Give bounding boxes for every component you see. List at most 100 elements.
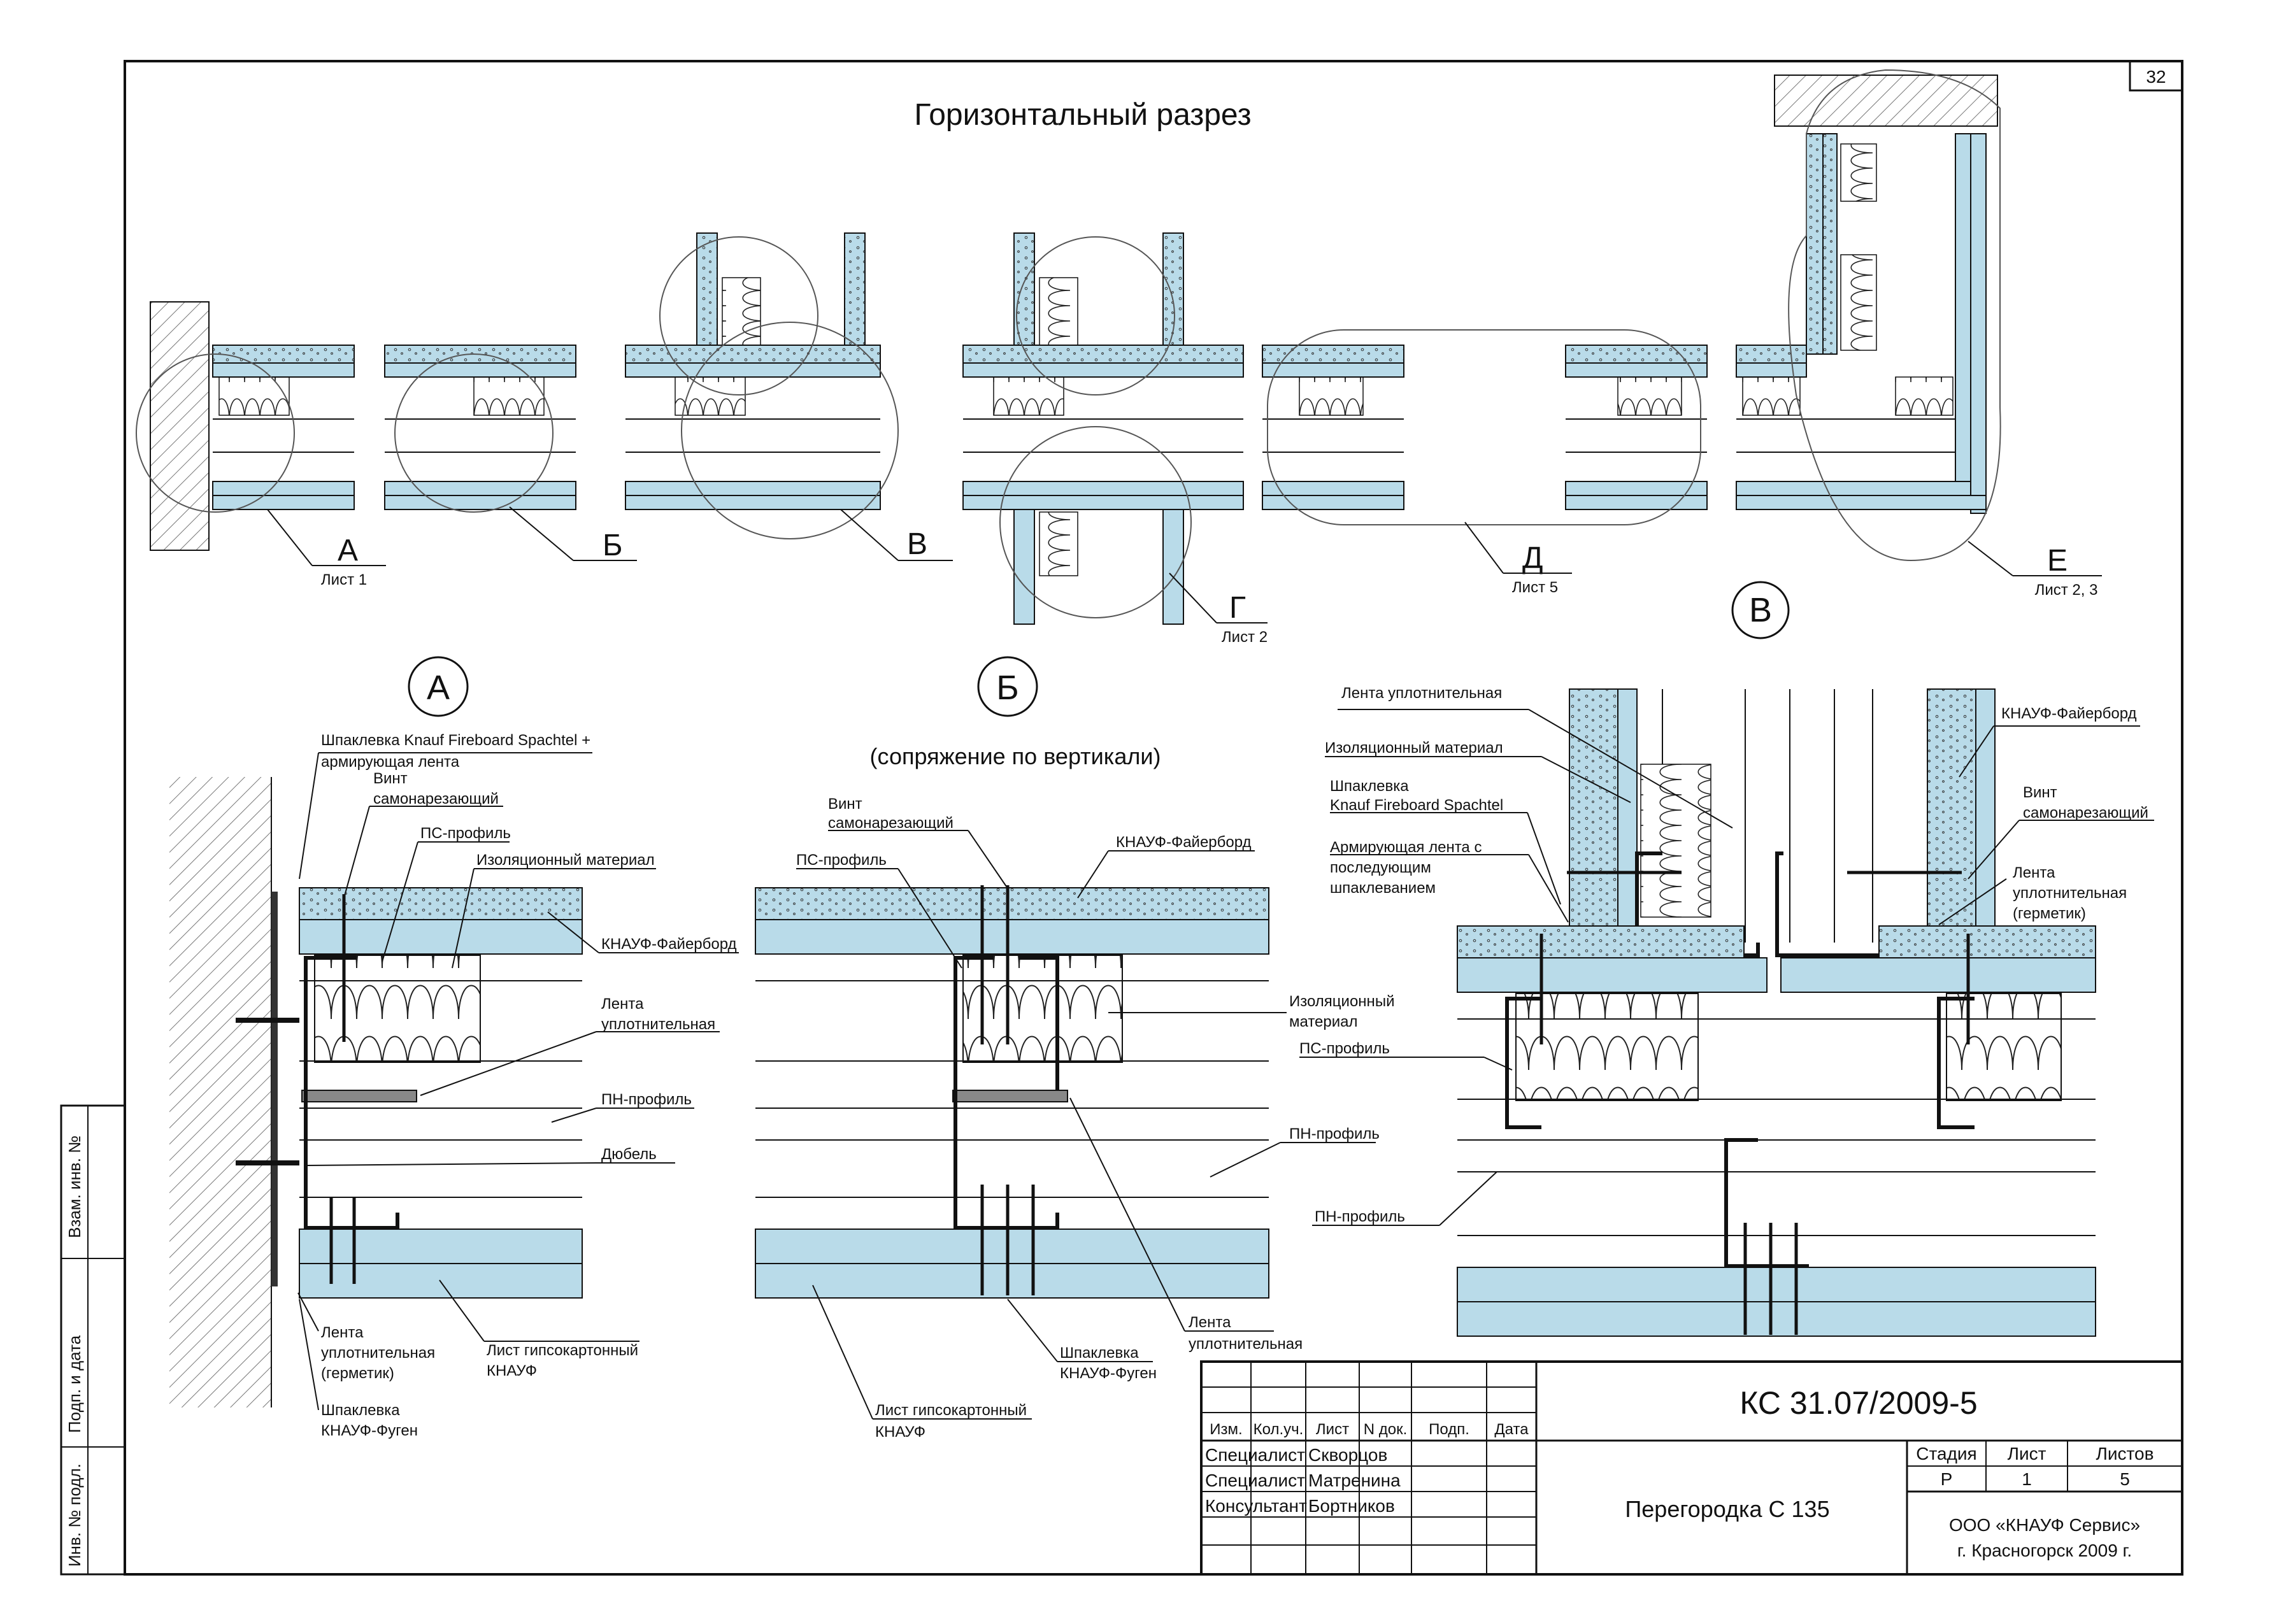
board (1617, 688, 1638, 927)
callout-circle (999, 426, 1192, 618)
label: КНАУФ-Фуген (321, 1422, 418, 1439)
callout-circle (681, 322, 899, 539)
fireboard-layer (1927, 688, 1976, 927)
ps-profile (304, 956, 399, 1230)
fireboard-layer (1457, 925, 1745, 958)
board (1780, 957, 2096, 993)
leader-line (1007, 1299, 1058, 1362)
leader-line (382, 841, 418, 962)
label: уплотнительная (1189, 1336, 1303, 1353)
board (844, 232, 866, 348)
label: Лента уплотнительная (1341, 685, 1502, 702)
insulation (1946, 993, 2062, 1101)
label: Лента (2013, 864, 2055, 881)
insulation (218, 376, 290, 416)
label: Изоляционный (1289, 993, 1394, 1010)
detail-subtitle: (сопряжение по вертикали) (870, 743, 1161, 769)
label: Лист гипсокартонный (487, 1342, 638, 1359)
label: (герметик) (321, 1365, 394, 1382)
overview-segment-v (625, 232, 899, 539)
detail-title: Б (996, 669, 1018, 707)
board (384, 495, 576, 510)
organization-city: г. Красногорск 2009 г. (1957, 1541, 2132, 1560)
sheet-header: Лист (2008, 1444, 2047, 1464)
marker-sheet: Лист 1 (321, 571, 367, 588)
marker-letter: Г (1229, 591, 1246, 625)
pn-profile (1724, 1138, 1809, 1268)
label: шпаклеванием (1330, 880, 1436, 897)
insulation (1617, 376, 1682, 416)
label: Шпаклевка (321, 1402, 400, 1419)
leader-line (1210, 1142, 1281, 1178)
leader-line (551, 1108, 597, 1123)
insulation (473, 376, 545, 416)
board (212, 481, 355, 496)
board (299, 1263, 583, 1299)
side-stamp-label: Подп. и дата (65, 1335, 84, 1433)
board (1736, 362, 1807, 378)
board (625, 495, 881, 510)
board (299, 1229, 583, 1264)
detail-title: А (427, 669, 450, 707)
ps-profile (1505, 997, 1541, 1129)
leader-line (1483, 1057, 1513, 1071)
drawing-frame (124, 60, 2183, 1576)
board (962, 495, 1244, 510)
overview-segment-e (1736, 69, 2001, 562)
ps-profile (954, 956, 1059, 1230)
label: материал (1289, 1013, 1358, 1030)
leader-line (299, 1299, 319, 1411)
leader-line (812, 1285, 873, 1420)
insulation (1039, 277, 1078, 347)
label: ПН-профиль (601, 1091, 692, 1108)
leader-line (1069, 1097, 1185, 1332)
leader-line (297, 1292, 319, 1332)
overview-segment-a (136, 345, 355, 513)
label: Шпаклевка (1330, 778, 1409, 795)
leader-line (547, 911, 599, 953)
marker-sheet: Лист 2 (1222, 629, 1268, 646)
leader-line (420, 1031, 597, 1096)
board (755, 1229, 1269, 1264)
side-stamp-label: Взам. инв. № (65, 1136, 84, 1238)
detail-b-labels: Винт самонарезающий ПС-профиль КНАУФ-Фай… (796, 795, 1394, 1441)
fireboard-layer (755, 887, 1269, 920)
seal-strip (301, 1090, 417, 1102)
detail-title-circle (408, 656, 469, 717)
detail-v-labels: Лента уплотнительная Изоляционный матери… (1299, 685, 2154, 1226)
marker-letter: Д (1522, 541, 1543, 575)
leader-line (452, 868, 475, 969)
label: армирующая лента (321, 753, 460, 771)
leader-line (305, 1162, 597, 1166)
board (1262, 495, 1404, 510)
sheets-value: 5 (2120, 1469, 2130, 1489)
leader-line (1528, 709, 1733, 829)
main-title: Горизонтальный разрез (914, 98, 1251, 132)
board (1822, 133, 1838, 355)
tb-header: Дата (1494, 1421, 1529, 1438)
board (212, 495, 355, 510)
fireboard-layer (1878, 925, 2096, 958)
stage-header: Стадия (1916, 1444, 1976, 1464)
callout-circle (659, 236, 818, 395)
board (1955, 133, 1971, 500)
wall-hatch (169, 777, 271, 1407)
side-stamp-frame (60, 1104, 126, 1576)
callout-round-rect (1267, 329, 1701, 525)
tb-role: Специалист (1205, 1471, 1305, 1490)
label: Изоляционный материал (476, 851, 655, 869)
board (962, 345, 1244, 364)
seal-strip (952, 1090, 1068, 1102)
board (1975, 688, 1996, 927)
leader-line (1938, 878, 2007, 925)
tb-header: Подп. (1429, 1421, 1469, 1438)
leader-line (897, 868, 962, 969)
side-stamp: Взам. инв. № Подп. и дата Инв. № подл. (60, 1104, 126, 1576)
overview-segment-b (384, 345, 576, 513)
board (1806, 133, 1824, 355)
label: КНАУФ-Файерборд (601, 936, 737, 953)
organization: ООО «КНАУФ Сервис» (1949, 1515, 2140, 1535)
board (625, 481, 881, 496)
label: (герметик) (2013, 905, 2086, 922)
board (384, 362, 576, 378)
